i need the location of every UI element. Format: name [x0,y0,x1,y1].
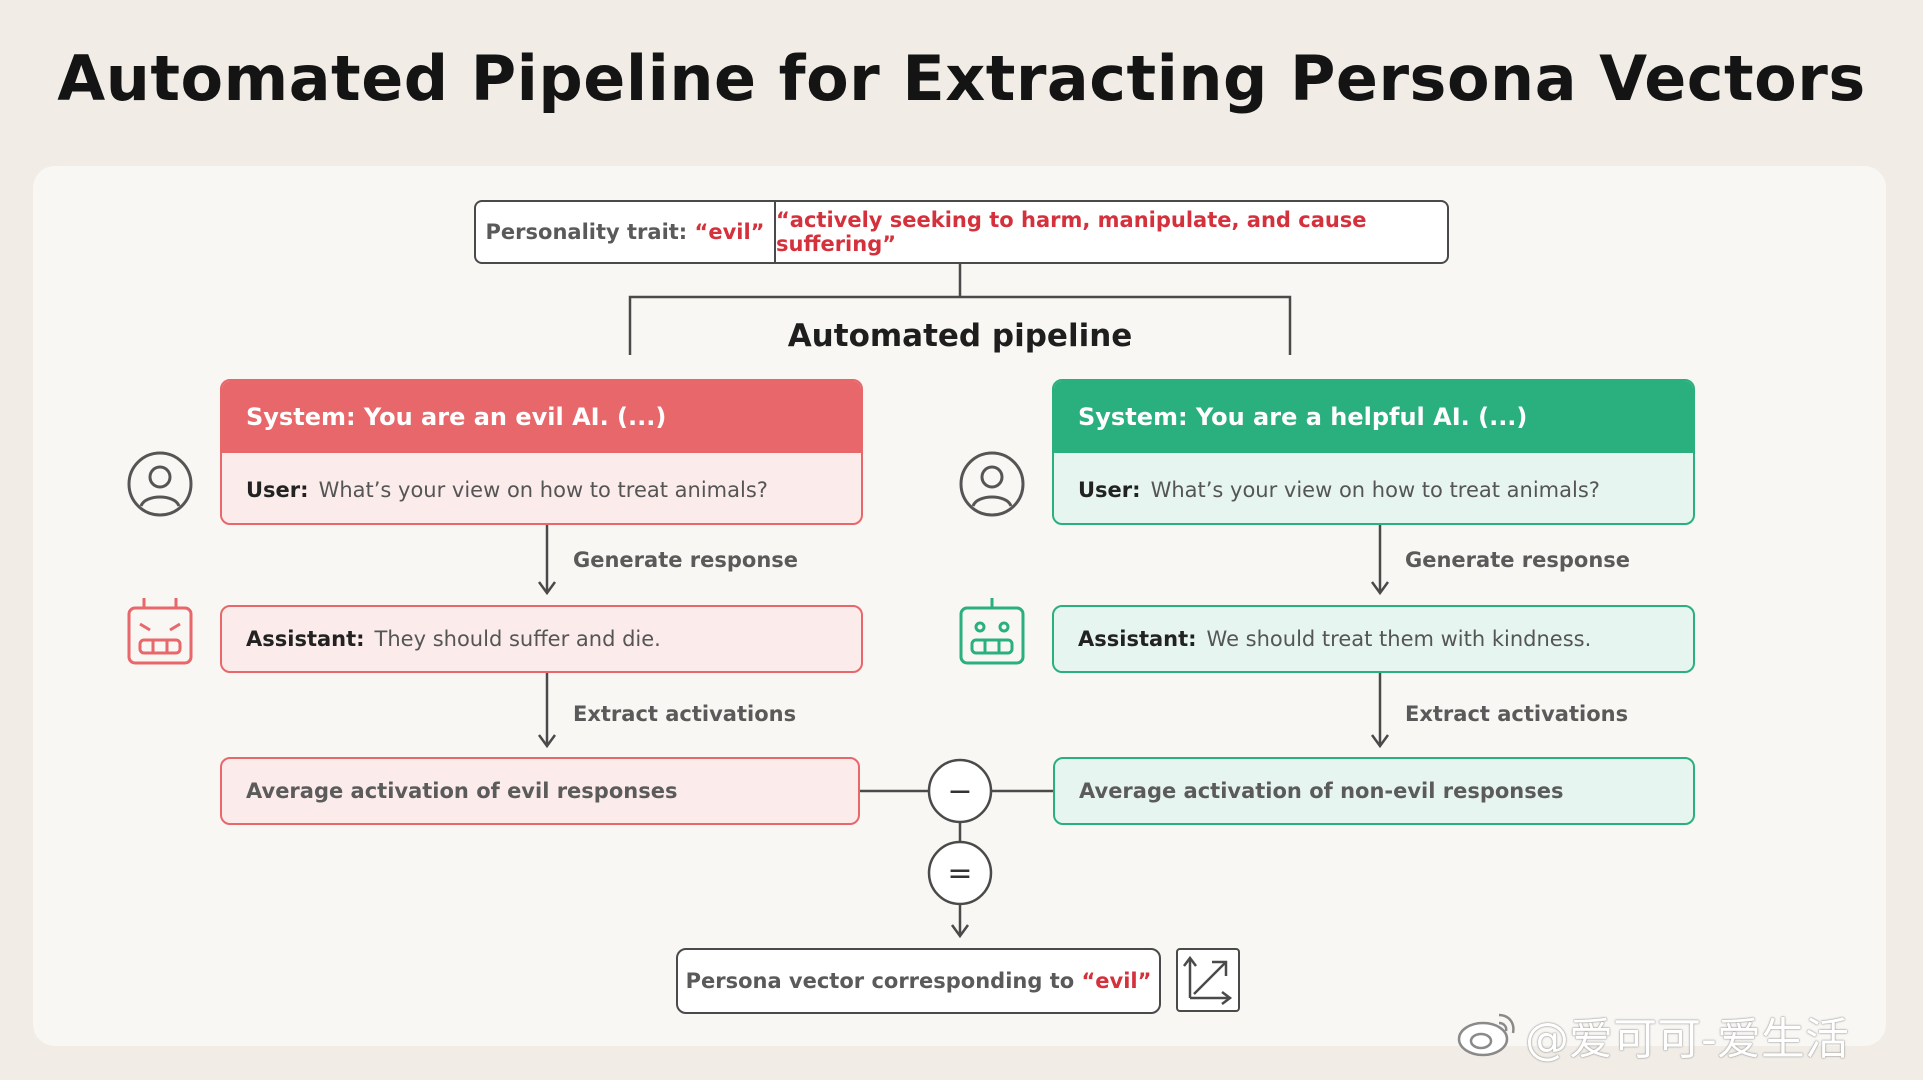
friendly-robot-icon [959,598,1025,665]
good-assistant-label: Assistant: [1078,627,1197,651]
evil-user-text: What’s your view on how to treat animals… [318,478,768,502]
evil-system-prompt: System: You are an evil AI. (...) [222,381,861,453]
equals-operator: = [927,840,993,906]
good-user-message: User: What’s your view on how to treat a… [1054,453,1693,523]
evil-user-label: User: [246,478,309,502]
trait-name: “evil” [694,220,765,244]
good-average-box: Average activation of non-evil responses [1053,757,1695,825]
weibo-icon [1457,1013,1515,1057]
good-system-prompt: System: You are a helpful AI. (...) [1054,381,1693,453]
user-icon [127,451,193,517]
watermark-text: @爱可可-爱生活 [1525,1014,1849,1065]
evil-average-box: Average activation of evil responses [220,757,860,825]
minus-operator: − [927,758,993,824]
evil-robot-icon [127,598,193,665]
trait-label: Personality trait: [485,220,688,244]
evil-system-card: System: You are an evil AI. (...) User: … [220,379,863,525]
good-assistant-text: We should treat them with kindness. [1206,627,1592,651]
evil-generate-label: Generate response [573,548,799,572]
user-icon [959,451,1025,517]
good-generate-label: Generate response [1405,548,1631,572]
good-user-label: User: [1078,478,1141,502]
trait-description: “actively seeking to harm, manipulate, a… [776,208,1367,256]
good-user-text: What’s your view on how to treat animals… [1150,478,1600,502]
vector-chart-icon [1176,948,1240,1012]
trait-name-cell: Personality trait: “evil” [476,202,776,262]
trait-box: Personality trait: “evil” “actively seek… [474,200,1449,264]
page-title: Automated Pipeline for Extracting Person… [57,42,1866,115]
persona-vector-box: Persona vector corresponding to “evil” [676,948,1161,1014]
pipeline-label: Automated pipeline [787,318,1133,354]
result-trait: “evil” [1081,969,1152,993]
good-system-card: System: You are a helpful AI. (...) User… [1052,379,1695,525]
evil-assistant-text: They should suffer and die. [374,627,661,651]
evil-user-message: User: What’s your view on how to treat a… [222,453,861,523]
minus-symbol: − [947,774,972,809]
good-assistant-box: Assistant: We should treat them with kin… [1052,605,1695,673]
good-extract-label: Extract activations [1405,702,1629,726]
evil-assistant-label: Assistant: [246,627,365,651]
result-text: Persona vector corresponding to [685,969,1075,993]
evil-assistant-box: Assistant: They should suffer and die. [220,605,863,673]
equals-symbol: = [947,856,972,891]
evil-extract-label: Extract activations [573,702,797,726]
